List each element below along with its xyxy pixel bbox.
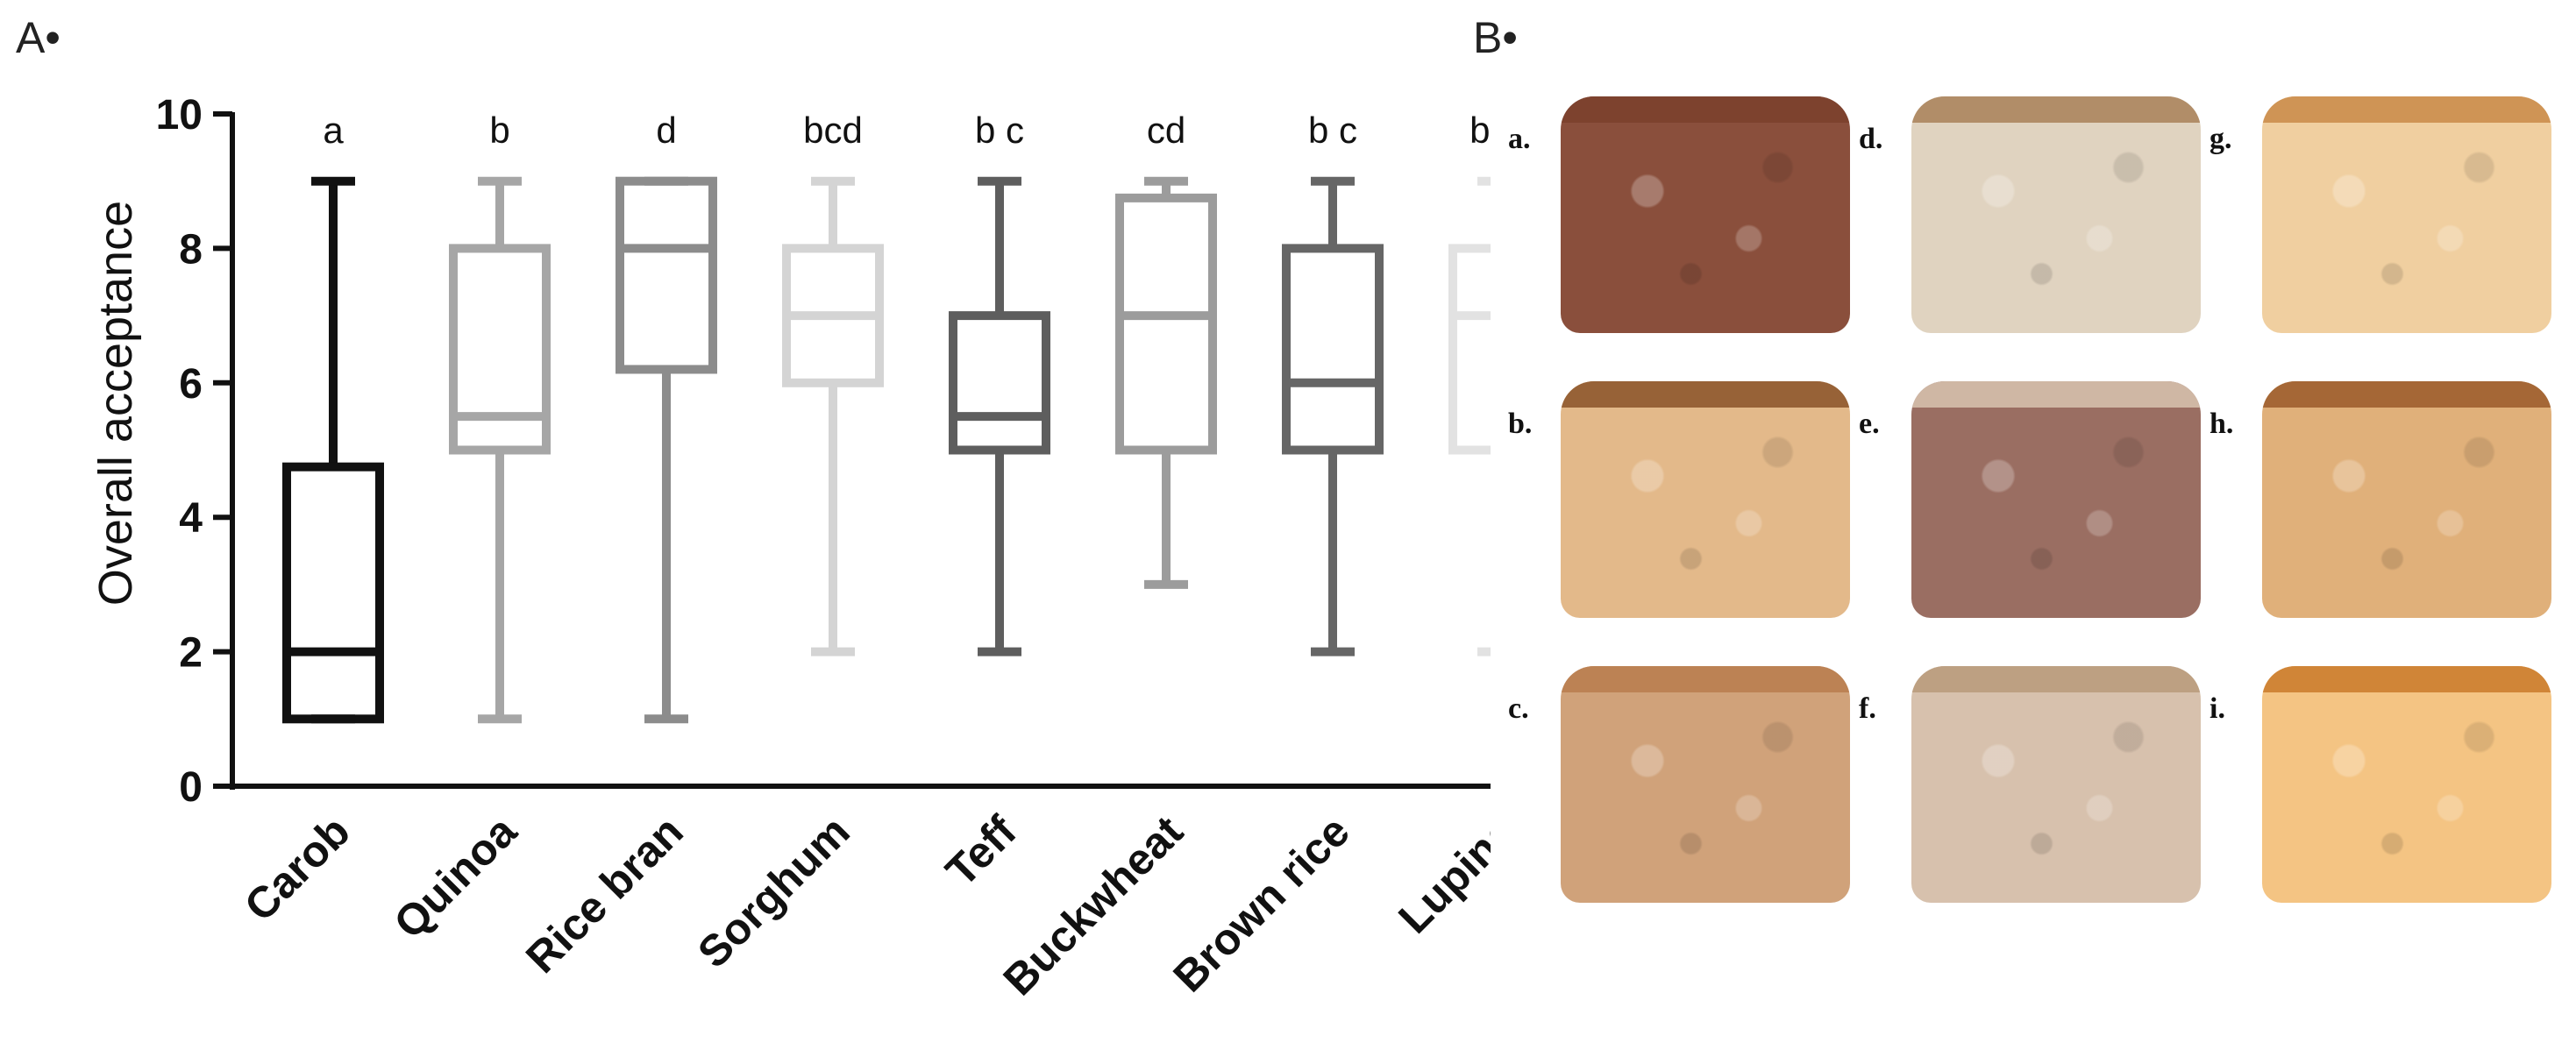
photo-label: d. bbox=[1859, 123, 1883, 155]
photo-label: a. bbox=[1508, 123, 1531, 155]
x-tick-label: Carob bbox=[235, 806, 359, 931]
bread-crust bbox=[2262, 381, 2551, 408]
bread-crumb-image bbox=[1911, 381, 2201, 618]
y-tick-label: 0 bbox=[179, 764, 203, 811]
bread-crust bbox=[2262, 666, 2551, 692]
y-axis-title: Overall acceptance bbox=[89, 201, 142, 606]
bread-photo-c: c. bbox=[1508, 657, 1859, 938]
significance-letter: cd bbox=[1147, 110, 1185, 151]
bread-crumb-image bbox=[1561, 381, 1850, 618]
photo-label: e. bbox=[1859, 408, 1880, 440]
panel-label-a: A• bbox=[16, 13, 60, 62]
x-tick-label: Lupine bbox=[1389, 806, 1491, 942]
bread-photo-h: h. bbox=[2210, 372, 2560, 653]
y-tick-label: 4 bbox=[179, 495, 203, 542]
bread-photo-grid: a. b. c. d. e. f. g. h. i. bbox=[1508, 88, 2560, 929]
bread-crumb-image bbox=[2262, 381, 2551, 618]
x-tick-label: Sorghum bbox=[688, 806, 859, 977]
y-axis: 0 2 4 6 8 10 bbox=[156, 92, 1491, 811]
photo-label: h. bbox=[2210, 408, 2234, 440]
iqr-box bbox=[282, 462, 384, 724]
bread-crumb-image bbox=[1561, 96, 1850, 333]
bread-photo-e: e. bbox=[1859, 372, 2210, 653]
bread-photo-i: i. bbox=[2210, 657, 2560, 938]
box-teff bbox=[949, 176, 1050, 656]
bread-crumb-image bbox=[2262, 666, 2551, 903]
x-tick-label: Rice bran bbox=[516, 806, 693, 983]
y-tick-label: 8 bbox=[179, 226, 203, 273]
y-tick-label: 10 bbox=[156, 92, 203, 138]
bread-crust bbox=[1911, 666, 2201, 692]
significance-letter: b c bbox=[975, 110, 1024, 151]
iqr-box bbox=[1448, 244, 1491, 455]
bread-crust bbox=[2262, 96, 2551, 123]
photo-label: i. bbox=[2210, 692, 2225, 725]
x-tick-label: Buckwheat bbox=[994, 806, 1192, 1004]
box-brown-rice bbox=[1282, 176, 1384, 656]
photo-label: g. bbox=[2210, 123, 2232, 155]
bread-crust bbox=[1561, 381, 1850, 408]
bread-crust bbox=[1561, 96, 1850, 123]
y-tick-label: 2 bbox=[179, 630, 203, 677]
box-lupine bbox=[1448, 176, 1491, 656]
iqr-box bbox=[949, 311, 1050, 455]
x-tick-label: Brown rice bbox=[1163, 806, 1358, 1001]
significance-letter: b c bbox=[1308, 110, 1357, 151]
bread-crust bbox=[1561, 666, 1850, 692]
bread-crumb-image bbox=[1911, 666, 2201, 903]
bread-photo-b: b. bbox=[1508, 372, 1859, 653]
photo-label: c. bbox=[1508, 692, 1529, 725]
significance-letter: d bbox=[656, 110, 676, 151]
box-buckwheat bbox=[1115, 176, 1217, 589]
x-tick-label: Quinoa bbox=[384, 805, 526, 947]
iqr-box bbox=[1282, 244, 1384, 455]
y-tick-label: 6 bbox=[179, 361, 203, 408]
bread-crumb-image bbox=[1911, 96, 2201, 333]
bread-crumb-image bbox=[1561, 666, 1850, 903]
x-tick-label: Teff bbox=[936, 806, 1026, 896]
bread-photo-a: a. bbox=[1508, 88, 1859, 368]
bread-crust bbox=[1911, 96, 2201, 123]
box-rice-bran bbox=[616, 176, 717, 724]
photo-label: f. bbox=[1859, 692, 1876, 725]
significance-letter: bcd bbox=[1469, 110, 1491, 151]
photo-label: b. bbox=[1508, 408, 1533, 440]
bread-photo-g: g. bbox=[2210, 88, 2560, 368]
significance-letter: b bbox=[489, 110, 509, 151]
significance-letter: bcd bbox=[803, 110, 863, 151]
bread-crust bbox=[1911, 381, 2201, 408]
iqr-box bbox=[449, 244, 551, 455]
box-quinoa bbox=[449, 176, 551, 724]
bread-photo-d: d. bbox=[1859, 88, 2210, 368]
box-carob bbox=[282, 176, 384, 724]
panel-label-b: B• bbox=[1473, 13, 1518, 62]
panel-b-text: B bbox=[1473, 13, 1503, 62]
iqr-box bbox=[616, 176, 717, 374]
significance-letter: a bbox=[323, 110, 344, 151]
bread-photo-f: f. bbox=[1859, 657, 2210, 938]
box-sorghum bbox=[782, 176, 884, 656]
panel-a-text: A bbox=[16, 13, 46, 62]
boxes bbox=[282, 176, 1491, 724]
iqr-box bbox=[1115, 193, 1217, 455]
bread-crumb-image bbox=[2262, 96, 2551, 333]
